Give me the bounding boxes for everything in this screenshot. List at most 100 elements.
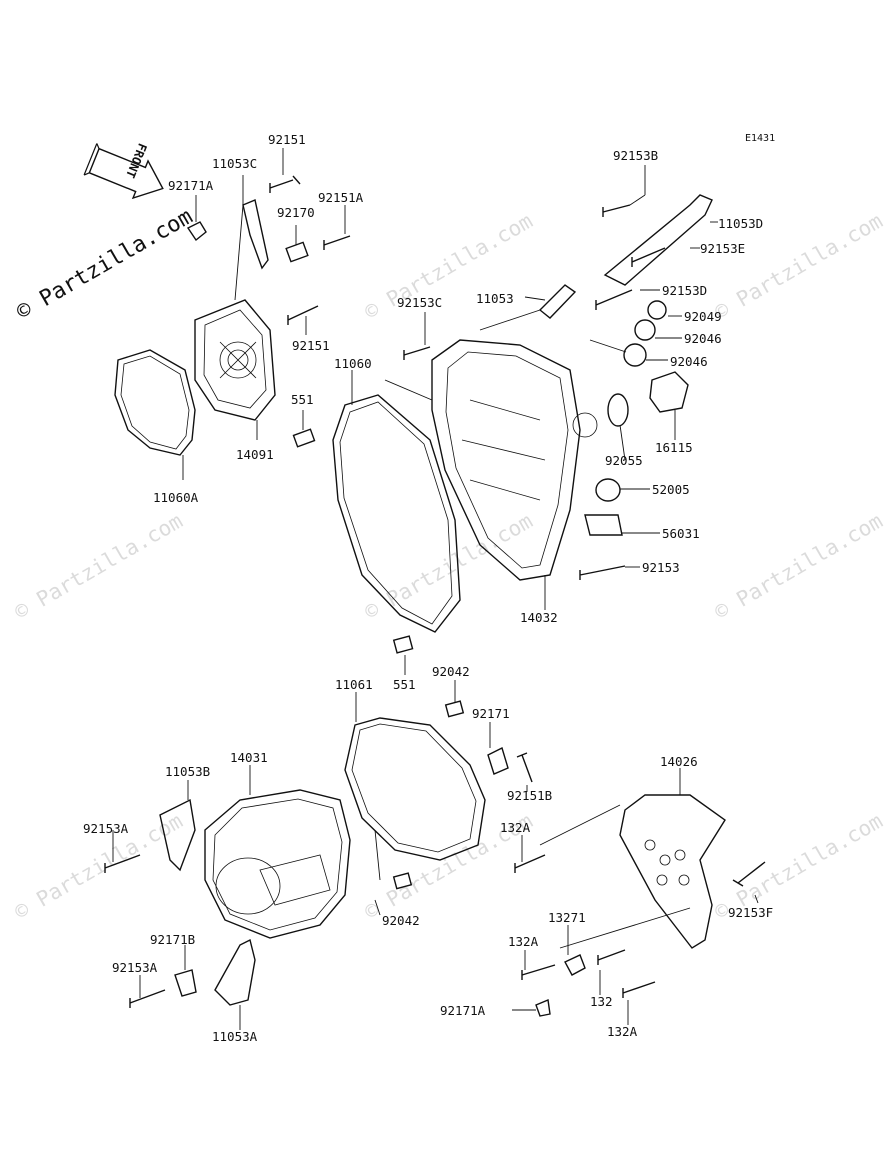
label-11053B: 11053B: [165, 764, 210, 779]
bolt-132A-top: [514, 854, 546, 873]
gasket-11060A: [114, 349, 196, 456]
label-92171A: 92171A: [168, 178, 214, 193]
watermark: © Partzilla.com: [711, 509, 887, 625]
label-11061: 11061: [335, 677, 373, 692]
front-arrow-icon: FRONT: [83, 141, 164, 200]
label-11053A: 11053A: [212, 1029, 258, 1044]
bracket-11053C: [242, 199, 269, 270]
dowel-551-bottom: [392, 635, 414, 654]
bracket-11053A: [214, 938, 256, 1006]
bolt-92153A-left: [104, 854, 141, 873]
dowel-92042-bottom: [392, 872, 413, 890]
label-92151: 92151: [292, 338, 330, 353]
bolt-92153: [579, 565, 626, 580]
label-11053: 11053: [476, 291, 514, 306]
label-92151A: 92151A: [318, 190, 364, 205]
label-14032: 14032: [520, 610, 558, 625]
label-92153A: 92153A: [83, 821, 129, 836]
label-92153B: 92153B: [613, 148, 658, 163]
diagram-code: E1431: [745, 133, 775, 144]
label-92049: 92049: [684, 309, 722, 324]
spacer-92170: [285, 241, 309, 263]
bolt-92151-top: [269, 175, 301, 193]
label-11053D: 11053D: [718, 216, 763, 231]
label-551: 551: [291, 392, 314, 407]
watermark: © Partzilla.com: [11, 509, 187, 625]
guard-14026: [619, 794, 726, 949]
bolt-92151A: [323, 235, 351, 250]
clip-92171B: [174, 969, 197, 997]
label-92042: 92042: [382, 913, 420, 928]
cover-14091: [194, 299, 276, 421]
bolt-132A-bottom: [622, 981, 656, 998]
label-92042: 92042: [432, 664, 470, 679]
bearing-92046-a: [634, 319, 656, 341]
bolt-92153C: [403, 346, 431, 360]
label-92151B: 92151B: [507, 788, 552, 803]
gasket-11060: [332, 394, 461, 633]
label-14031: 14031: [230, 750, 268, 765]
label-14026: 14026: [660, 754, 698, 769]
label-92171A: 92171A: [440, 1003, 486, 1018]
bolt-132: [597, 949, 626, 965]
bolt-92153F: [732, 861, 766, 887]
label-92151: 92151: [268, 132, 306, 147]
label-132A: 132A: [607, 1024, 638, 1039]
bolt-92153B: [602, 204, 631, 217]
generator-cover-14031: [204, 789, 351, 939]
bolt-92153A-bottom: [129, 989, 166, 1008]
label-11053C: 11053C: [212, 156, 257, 171]
part-labels: 92151 11053C 92171A 92170 92151A 92151 1…: [83, 132, 773, 1044]
label-92153F: 92153F: [728, 905, 773, 920]
clip-92171: [487, 747, 509, 775]
bolt-92153E: [631, 247, 666, 267]
label-92153C: 92153C: [397, 295, 442, 310]
label-16115: 16115: [655, 440, 693, 455]
label-11060A: 11060A: [153, 490, 199, 505]
gasket-11061: [344, 717, 486, 861]
dowel-92042-top: [444, 700, 465, 718]
watermark: © Partzilla.com: [361, 209, 537, 325]
cap-16115: [649, 371, 689, 413]
shaft-11053: [538, 284, 577, 319]
label-92153: 92153: [642, 560, 680, 575]
label-92171B: 92171B: [150, 932, 195, 947]
leader-lines: [112, 148, 759, 1030]
label-551: 551: [393, 677, 416, 692]
clip-92171A-bottom: [535, 999, 551, 1017]
label-132A: 132A: [508, 934, 539, 949]
label-92046: 92046: [684, 331, 722, 346]
bolt-92151-mid: [287, 305, 319, 325]
seal-92049: [647, 300, 667, 320]
label-92153D: 92153D: [662, 283, 707, 298]
dowel-551-top: [292, 428, 316, 448]
seal-52005: [595, 478, 621, 502]
clutch-cover-14032: [431, 339, 598, 581]
watermark-main: © Partzilla.com: [13, 204, 198, 325]
clip-92171A: [186, 221, 207, 242]
label-92055: 92055: [605, 453, 643, 468]
bolt-92153D: [595, 289, 633, 310]
oring-92055: [607, 393, 629, 427]
label-92046: 92046: [670, 354, 708, 369]
label-92171: 92171: [472, 706, 510, 721]
label-132A: 132A: [500, 820, 531, 835]
label-56031: [584, 514, 623, 536]
label-14091: 14091: [236, 447, 274, 462]
label-132: 132: [590, 994, 613, 1009]
bracket-11053B: [159, 798, 196, 872]
bearing-92046-b: [623, 343, 647, 367]
plate-13271: [564, 954, 586, 976]
label-92153E: 92153E: [700, 241, 745, 256]
label-92153A: 92153A: [112, 960, 158, 975]
label-56031: 56031: [662, 526, 700, 541]
lever-11053D: [603, 194, 713, 286]
watermarks: © Partzilla.com © Partzilla.com © Partzi…: [11, 204, 887, 924]
label-11060: 11060: [334, 356, 372, 371]
label-13271: 13271: [548, 910, 586, 925]
label-92170: 92170: [277, 205, 315, 220]
bolt-92151B: [516, 752, 533, 783]
bolt-132A-mid: [521, 964, 556, 980]
label-52005: 52005: [652, 482, 690, 497]
